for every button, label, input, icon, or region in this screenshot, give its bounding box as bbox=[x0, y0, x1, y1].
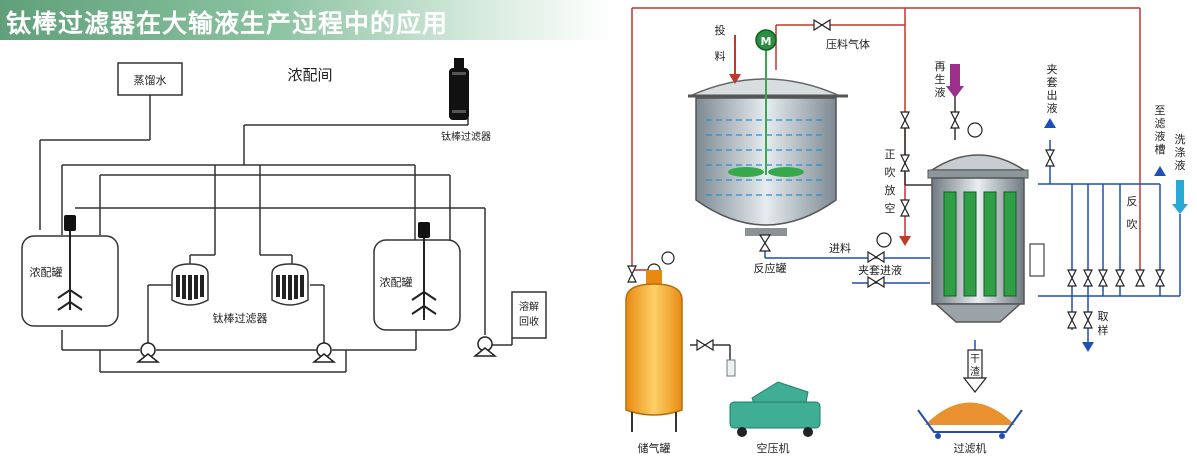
wash-liquid-label: 洗 涤 液 bbox=[1175, 133, 1186, 172]
to-filtrate-tank-label: 至 滤 液 槽 bbox=[1155, 104, 1166, 156]
recovery-box bbox=[511, 291, 547, 339]
gas-storage-tank bbox=[625, 270, 683, 432]
wash-liquid-arrow bbox=[1172, 180, 1188, 296]
jacket-out-char: 液 bbox=[1047, 101, 1058, 115]
residue-char: 干 bbox=[970, 354, 980, 365]
page-title: 钛棒过滤器在大输液生产过程中的应用 bbox=[6, 9, 449, 38]
sampling-label: 取 样 bbox=[1098, 310, 1109, 337]
filters-label: 钛棒过滤器 bbox=[213, 311, 268, 325]
sampling-char: 样 bbox=[1098, 323, 1109, 337]
tank-right-label: 浓配罐 bbox=[380, 276, 413, 289]
feed-arrow bbox=[729, 35, 741, 84]
recovery-label-1: 溶解 bbox=[519, 300, 539, 313]
filter-housing-1 bbox=[171, 263, 209, 306]
filter-housing-2 bbox=[271, 263, 309, 306]
pump-3 bbox=[472, 336, 498, 357]
dry-residue-arrow bbox=[962, 349, 988, 393]
forward-char: 吹 bbox=[885, 166, 896, 179]
residue-char: 渣 bbox=[970, 365, 980, 378]
filtrate-char: 液 bbox=[1155, 129, 1166, 143]
right-equipment-diagram: 投 料 M 压料气体 反应罐 进料 夹套进液 再 生 液 夹 套 出 液 至 滤… bbox=[625, 7, 1188, 455]
wash-char: 液 bbox=[1175, 158, 1186, 172]
reactor-label: 反应罐 bbox=[754, 261, 787, 275]
valves bbox=[627, 18, 1165, 352]
motor-label: M bbox=[761, 35, 772, 48]
compressor-label: 空压机 bbox=[757, 441, 790, 455]
filter-machine bbox=[917, 402, 1023, 439]
left-tank bbox=[21, 215, 119, 327]
pump-2 bbox=[311, 342, 337, 363]
filter-machine-label: 过滤机 bbox=[954, 441, 987, 455]
wash-char: 涤 bbox=[1175, 145, 1186, 159]
regen-char: 再 bbox=[935, 60, 946, 73]
pump-1 bbox=[135, 342, 161, 363]
dry-residue-label: 干 渣 bbox=[970, 354, 980, 378]
jacket-out-char: 出 bbox=[1047, 88, 1058, 102]
regen-char: 液 bbox=[935, 85, 946, 99]
regen-char: 生 bbox=[935, 72, 946, 86]
feed-label-2: 料 bbox=[715, 49, 726, 63]
gas-tank-label: 储气罐 bbox=[638, 441, 671, 455]
inlet-label: 进料 bbox=[829, 241, 851, 255]
pressure-gas-label: 压料气体 bbox=[826, 37, 870, 51]
left-process-diagram: 蒸馏水 浓配间 钛棒过滤器 浓配罐 浓配罐 钛棒过滤器 溶解 回收 bbox=[21, 58, 547, 373]
jacket-in-label: 夹套进液 bbox=[858, 263, 902, 277]
forward-char: 正 bbox=[885, 148, 896, 161]
top-titanium-filter bbox=[449, 58, 469, 120]
filtrate-char: 滤 bbox=[1155, 117, 1166, 130]
sampling-arrow bbox=[1082, 342, 1094, 352]
wash-char: 洗 bbox=[1175, 133, 1186, 146]
room-label: 浓配间 bbox=[287, 66, 332, 84]
sampling-char: 取 bbox=[1098, 310, 1109, 323]
title-banner: 钛棒过滤器在大输液生产过程中的应用 bbox=[0, 0, 612, 40]
forward-blow-label: 正 吹 放 空 bbox=[885, 148, 896, 215]
feed-label-1: 投 bbox=[715, 23, 726, 37]
forward-char: 空 bbox=[885, 201, 896, 215]
filtrate-char: 至 bbox=[1155, 104, 1166, 117]
jacket-out-char: 夹 bbox=[1047, 63, 1058, 76]
back-char: 吹 bbox=[1127, 218, 1138, 231]
forward-blow-arrow bbox=[899, 236, 911, 246]
reactor-vessel bbox=[688, 29, 848, 236]
jacket-out-arrow bbox=[1044, 118, 1056, 128]
jacket-out-char: 套 bbox=[1047, 76, 1058, 89]
top-filter-label: 钛棒过滤器 bbox=[441, 130, 491, 143]
distilled-water-label: 蒸馏水 bbox=[134, 73, 167, 87]
air-compressor bbox=[726, 359, 821, 437]
tank-left-label: 浓配罐 bbox=[30, 266, 63, 279]
regen-label: 再 生 液 bbox=[935, 60, 946, 99]
distilled-water-box bbox=[117, 62, 183, 96]
back-char: 反 bbox=[1127, 195, 1138, 208]
right-tank bbox=[373, 222, 461, 331]
jacket-out-label: 夹 套 出 液 bbox=[1047, 63, 1058, 115]
forward-char: 放 bbox=[885, 183, 896, 197]
to-filtrate-tank-arrow bbox=[1154, 166, 1166, 176]
titanium-filter-vessel bbox=[927, 154, 1045, 323]
recovery-label-2: 回收 bbox=[519, 315, 539, 328]
filtrate-char: 槽 bbox=[1155, 143, 1166, 156]
regen-liquid-arrow bbox=[946, 64, 964, 98]
back-blow-label: 反 吹 bbox=[1127, 195, 1138, 231]
